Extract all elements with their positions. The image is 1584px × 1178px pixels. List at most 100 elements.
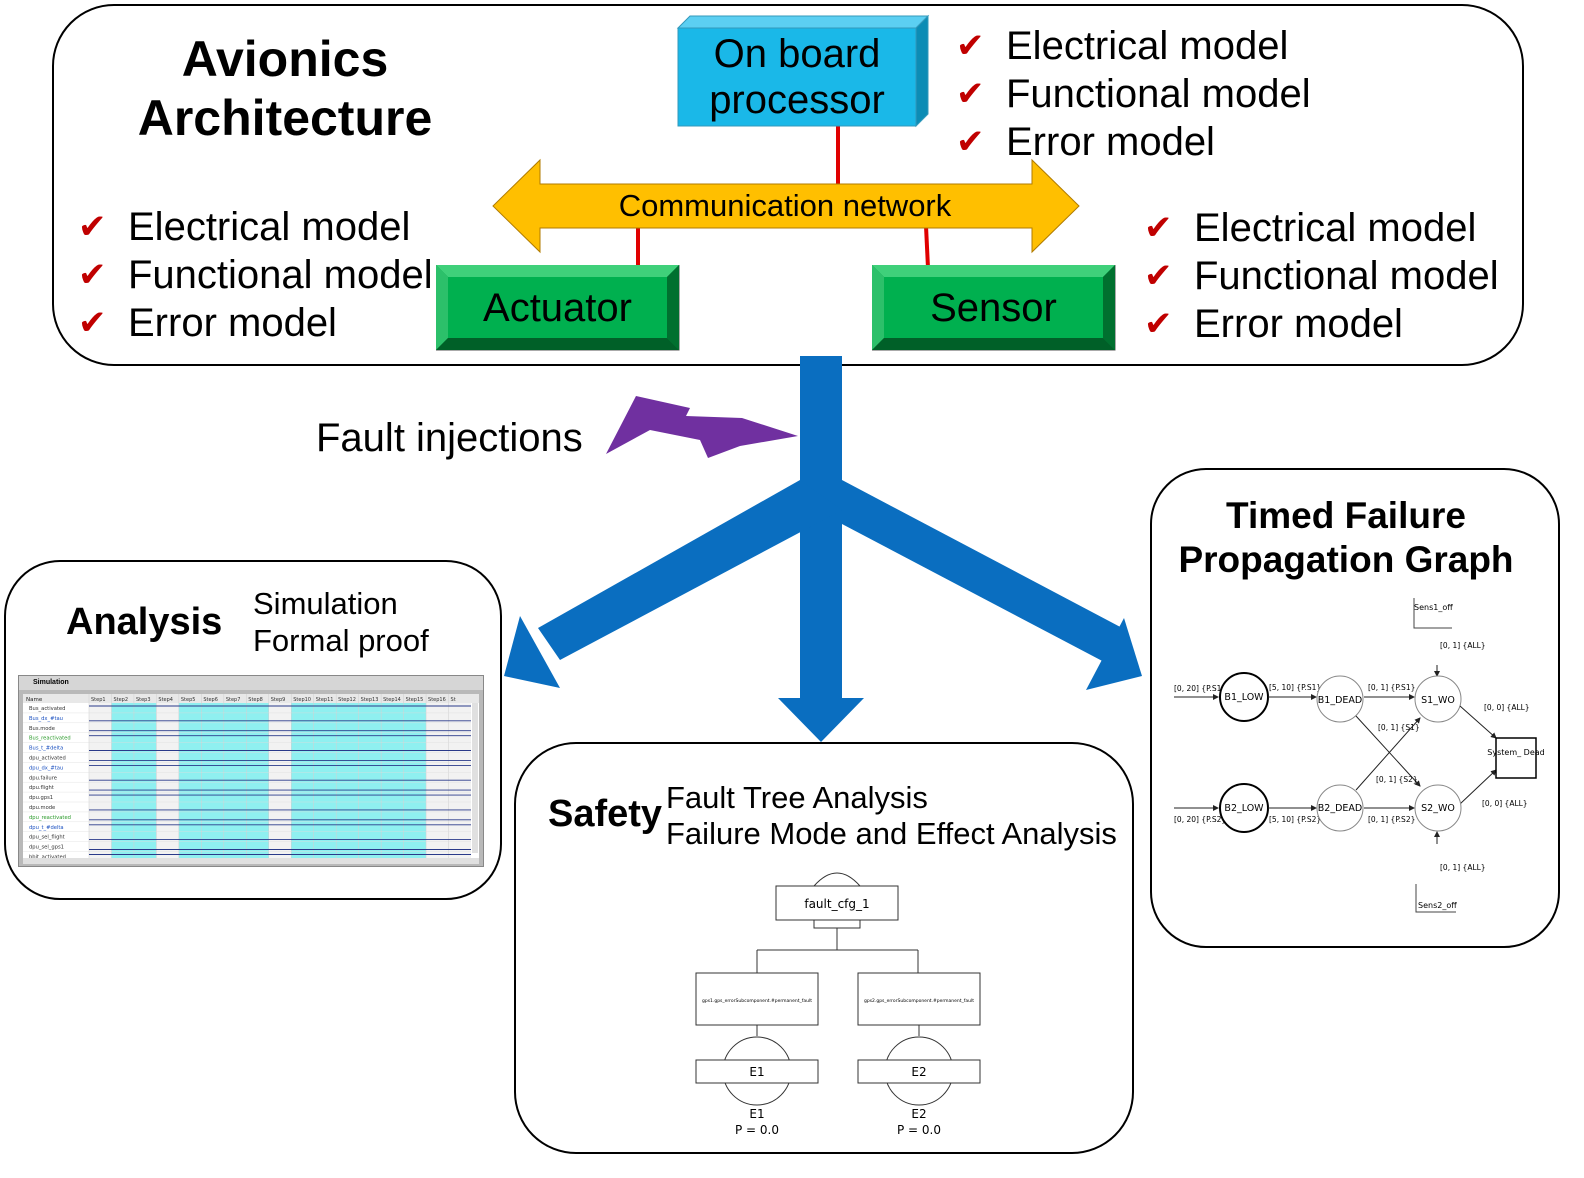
tfpg-node-label: B1_DEAD	[1318, 695, 1362, 706]
sim-step-header: St	[451, 697, 456, 703]
intermediate-event-box	[857, 972, 981, 1026]
lightning-icon	[606, 396, 798, 458]
list-item: ✔Functional model	[956, 71, 1311, 116]
sim-step-header: Step9	[271, 697, 286, 703]
tfpg-edge-label: [0, 20] {P.S2}	[1174, 815, 1226, 824]
sim-signal-name: Bus_t_#delta	[29, 746, 63, 752]
tfpg-edge-label: [0, 20] {P.S1}	[1174, 684, 1226, 693]
tfpg-node-system-dead	[1495, 737, 1537, 779]
check-icon: ✔	[78, 303, 107, 343]
tfpg-graph: Sens1_off [0, 1] {ALL} [0, 20] {P.S1} B1…	[1174, 598, 1545, 913]
top-gate-connector	[813, 919, 861, 929]
tfpg-node-b1-dead	[1316, 675, 1364, 723]
sim-column-header: Name	[26, 697, 43, 703]
tfpg-edge-label: [0, 1] {P.S1}	[1368, 683, 1415, 692]
simulation-window-title: Simulation	[33, 679, 69, 686]
top-event-label: fault_cfg_1	[804, 897, 869, 911]
tfpg-edge-label: [5, 10] {P.S1}	[1269, 683, 1321, 692]
right-arrow-shaft	[842, 480, 1126, 664]
tfpg-edge-label: [0, 1] {ALL}	[1440, 641, 1486, 650]
tfpg-edge	[1355, 715, 1421, 787]
tfpg-node-label: B2_DEAD	[1318, 803, 1362, 814]
top-event-box	[775, 885, 899, 921]
sim-step-header: Step8	[248, 697, 263, 703]
sensor-network-link	[924, 225, 930, 269]
sens2-box	[1415, 884, 1456, 913]
list-item: ✔Error model	[1144, 301, 1403, 346]
sim-step-header: Step11	[316, 697, 334, 703]
tfpg-node-s1-wo	[1414, 675, 1462, 723]
down-arrow-head	[778, 698, 864, 742]
tfpg-panel	[1150, 468, 1560, 948]
sim-signal-name: dpu.flight	[29, 785, 54, 791]
sim-step-header: Step12	[338, 697, 356, 703]
fault-injections-label: Fault injections	[316, 416, 583, 460]
sim-step-header: Step1	[91, 697, 106, 703]
check-icon: ✔	[956, 26, 985, 66]
sim-header-bar	[23, 694, 479, 703]
sim-step-header: Step16	[428, 697, 446, 703]
sim-signal-name: Bus_activated	[29, 706, 65, 712]
check-icon: ✔	[956, 122, 985, 162]
sim-signal-name: dpu_t_#delta	[29, 825, 64, 831]
tfpg-edge-label: [0, 0] {ALL}	[1482, 799, 1528, 808]
processor-models-list: ✔Electrical model ✔Functional model ✔Err…	[956, 22, 1311, 166]
sensor-box-bevel	[872, 265, 1116, 351]
actuator-box-bevel	[436, 265, 680, 351]
sim-step-header: Step7	[226, 697, 241, 703]
analysis-title: Analysis	[66, 601, 223, 643]
sim-step-header: Step5	[181, 697, 196, 703]
tfpg-edge-label: [5, 10] {P.S2}	[1269, 815, 1321, 824]
sensor-box: Sensor	[872, 265, 1115, 350]
tfpg-edge-label: [0, 1] {S2}	[1376, 775, 1418, 784]
tfpg-node-label: Sens1_off	[1414, 603, 1453, 612]
actuator-models-list: ✔Electrical model ✔Functional model ✔Err…	[78, 203, 433, 347]
basic-event-box	[857, 1059, 981, 1084]
sim-signal-name: dpu_activated	[29, 756, 66, 762]
analysis-subtitle-2: Formal proof	[253, 623, 429, 658]
check-icon: ✔	[1144, 208, 1173, 248]
sim-signal-name: dpu_reactivated	[29, 815, 71, 821]
actuator-label: Actuator	[483, 285, 632, 330]
list-item: ✔Electrical model	[956, 23, 1289, 68]
intermediate-event-label: gps1.gps_errorSubcomponent.#permanent_fa…	[702, 998, 812, 1004]
basic-event-label: E2	[911, 1107, 926, 1121]
list-item: ✔Functional model	[78, 252, 433, 297]
tfpg-node-label: Sens2_off	[1418, 901, 1457, 910]
basic-event-box-label: E2	[911, 1065, 926, 1079]
fault-tree: fault_cfg_1 gps1.gps_errorSubcomponent.#…	[695, 872, 981, 1137]
check-icon: ✔	[78, 207, 107, 247]
check-icon: ✔	[956, 74, 985, 114]
simulation-window-titlebar: Simulation	[19, 676, 483, 690]
list-item: ✔Error model	[956, 119, 1215, 164]
sim-signal-name: dpu_dx_#tau	[29, 765, 63, 771]
tfpg-node-label: System_ Dead	[1487, 748, 1544, 757]
intermediate-event-label: gps2.gps_errorSubcomponent.#permanent_fa…	[864, 998, 974, 1004]
sim-signal-name: dpu_sel_gps1	[29, 845, 64, 851]
sim-step-header: Step13	[361, 697, 379, 703]
tfpg-node-label: S1_WO	[1421, 695, 1455, 706]
tfpg-node-label: B1_LOW	[1224, 692, 1264, 703]
processor-box: On board processor	[678, 28, 916, 126]
sim-hscrollbar	[23, 858, 479, 864]
flow-arrows	[504, 356, 1142, 742]
sensor-label: Sensor	[930, 285, 1057, 330]
check-icon: ✔	[1144, 304, 1173, 344]
basic-event-probability: P = 0.0	[735, 1123, 779, 1137]
tfpg-edge-label: [0, 1] {S1}	[1378, 723, 1420, 732]
sensor-models-list: ✔Electrical model ✔Functional model ✔Err…	[1144, 204, 1499, 348]
sim-scrollbar	[472, 703, 478, 853]
sim-signal-name: Bus.mode	[29, 726, 55, 732]
sim-signal-name: Bus_reactivated	[29, 736, 71, 742]
tfpg-edge	[1355, 717, 1421, 791]
sens1-box	[1413, 598, 1452, 629]
check-icon: ✔	[1144, 256, 1173, 296]
actuator-box: Actuator	[436, 265, 679, 350]
tfpg-title: Timed Failure Propagation Graph	[1178, 495, 1514, 580]
sim-signal-name: bbit_activated	[29, 855, 66, 861]
list-item: ✔Electrical model	[1144, 205, 1477, 250]
communication-network-arrow	[492, 158, 1080, 254]
basic-event-probability: P = 0.0	[897, 1123, 941, 1137]
sim-signal-name: Bus_dx_#tau	[29, 716, 63, 722]
